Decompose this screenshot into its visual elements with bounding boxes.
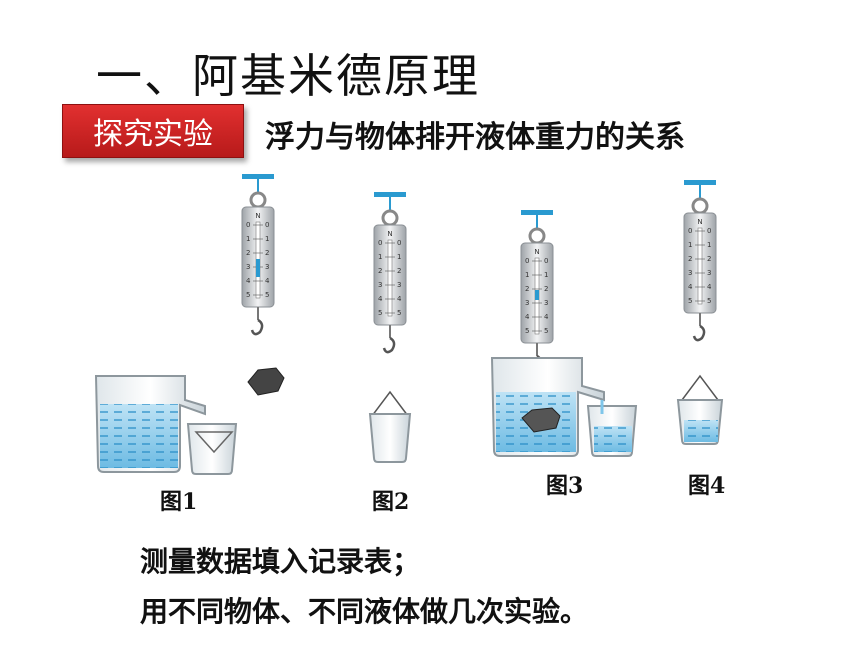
figure-4-apparatus [676, 178, 724, 445]
note-line-1: 测量数据填入记录表； [140, 545, 421, 578]
figure-1-apparatus [94, 172, 285, 475]
experiment-subtitle: 浮力与物体排开液体重力的关系 [265, 120, 685, 155]
figure-4-label: 图4 [688, 473, 726, 499]
figure-2-label: 图2 [372, 489, 410, 515]
page-title: 一、阿基米德原理 [96, 49, 480, 103]
figure-2-apparatus [368, 190, 412, 463]
figure-3-label: 图3 [546, 473, 584, 499]
figure-3-apparatus [490, 208, 638, 457]
note-line-2: 用不同物体、不同液体做几次实验。 [140, 595, 589, 628]
experiment-badge: 探究实验 [62, 104, 244, 158]
figure-1-label: 图1 [160, 489, 198, 515]
